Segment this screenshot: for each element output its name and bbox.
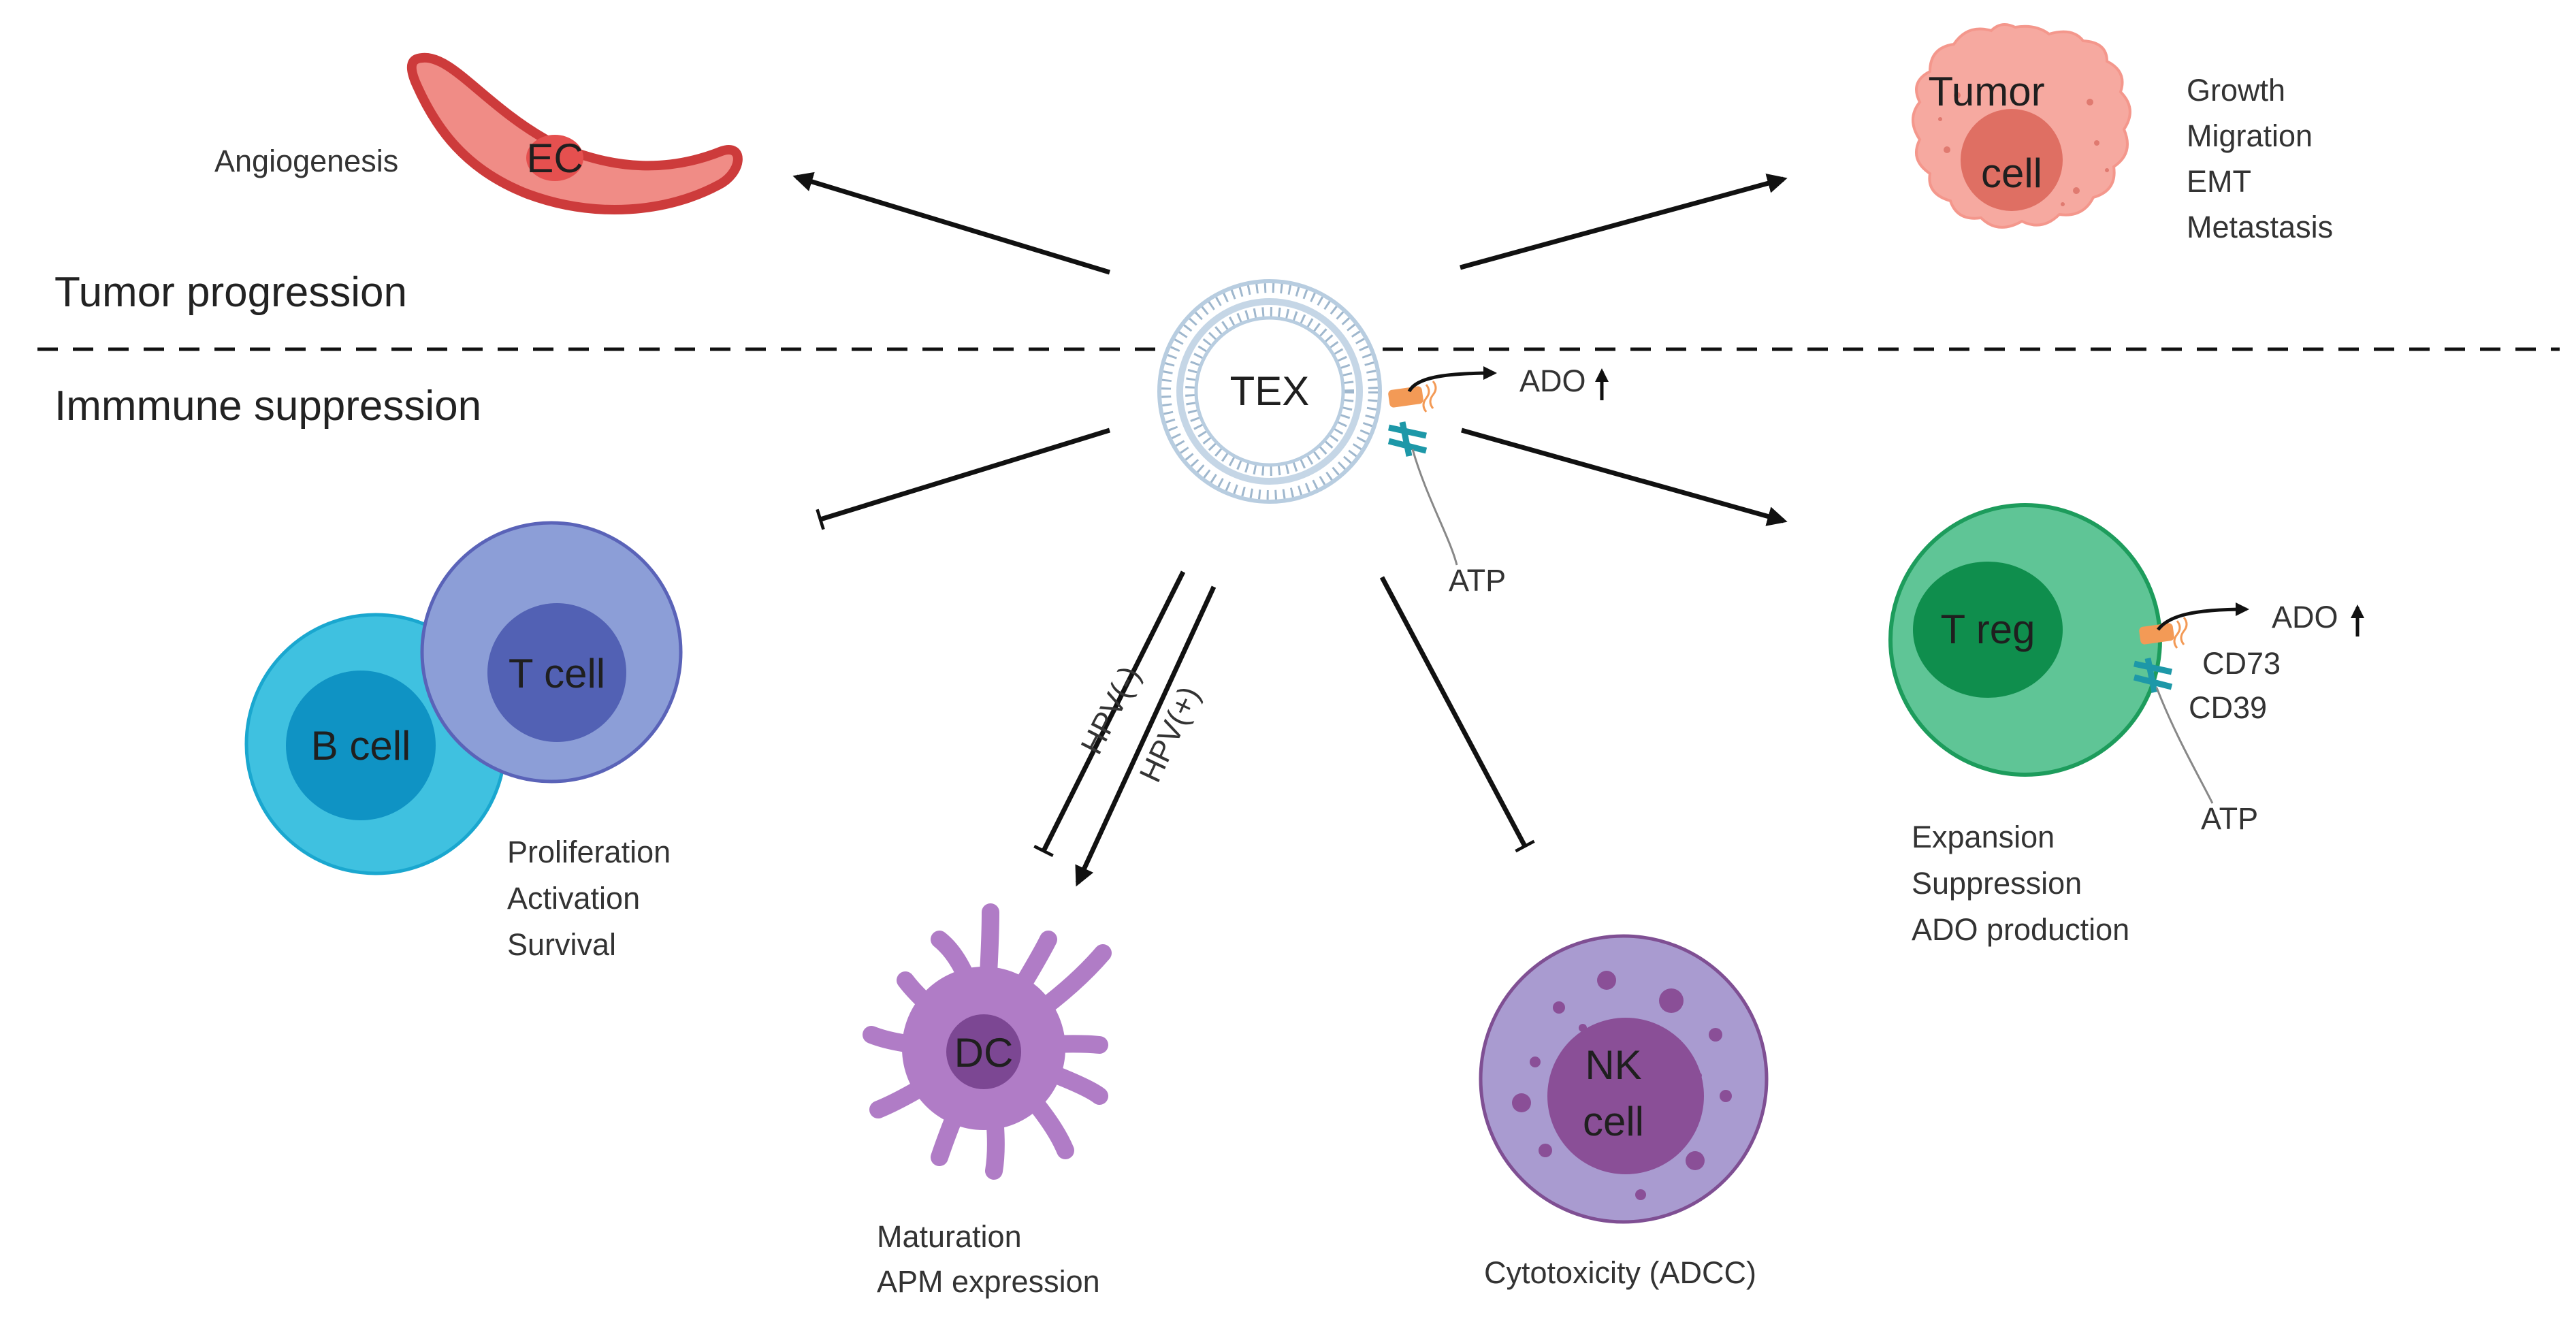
dc-effect: APM expression [877, 1264, 1100, 1299]
endothelial-cell: EC [406, 52, 743, 214]
b-cell-label: B cell [311, 723, 411, 769]
treg-cd73-cd39-complex [2133, 602, 2249, 804]
treg-cd73-label: CD73 [2202, 646, 2281, 681]
arrow-hpv-pos-to-dc [1075, 585, 1217, 887]
dc-label: DC [954, 1030, 1014, 1076]
treg-cd39-label: CD39 [2189, 690, 2267, 725]
pathway-arrows [792, 172, 1788, 887]
section-title-immune-suppression: Immmune suppression [54, 383, 481, 430]
t-cell: T cell [420, 521, 683, 784]
dendritic-cell: DC [863, 903, 1112, 1180]
tumor-cell: Tumor cell [1912, 23, 2131, 229]
treg-label: T reg [1941, 607, 2035, 652]
inhibit-hpv-neg-to-dc [1033, 570, 1186, 857]
t-cell-label: T cell [509, 651, 605, 696]
cd39-protein-icon [1387, 421, 1428, 457]
arrow-to-ec [792, 172, 1111, 275]
treg-cd39-protein-icon [2133, 658, 2173, 693]
nk-cell-label-line1: NK [1585, 1042, 1641, 1088]
treg-ado-label: ADO [2272, 600, 2338, 634]
treg-ado-output-arrow [2157, 602, 2249, 631]
lymphocyte-effect: Proliferation [507, 835, 671, 869]
tumor-effect: Migration [2187, 118, 2313, 153]
atp-input-line [1411, 449, 1458, 566]
nk-cell-label-line2: cell [1583, 1099, 1644, 1144]
dc-effect: Maturation [877, 1219, 1022, 1254]
nk-effect: Cytotoxicity (ADCC) [1484, 1255, 1756, 1290]
lymphocyte-effects: Proliferation Activation Survival [507, 835, 671, 962]
arrow-to-tumor-cell [1460, 174, 1788, 270]
treg-effect: Expansion [1912, 820, 2055, 854]
inhibit-to-lymphocytes [816, 428, 1111, 530]
tex-exosome: TEX [1157, 279, 1382, 504]
treg-cd73-protein-icon [2139, 623, 2174, 645]
ado-output-arrow [1407, 366, 1497, 393]
lymphocyte-effect: Survival [507, 927, 616, 962]
section-title-tumor-progression: Tumor progression [54, 269, 407, 316]
treg-atp-input-line [2155, 687, 2214, 804]
tumor-cell-title: Tumor [1928, 69, 2044, 114]
nk-cell: NK cell [1479, 934, 1769, 1224]
tex-label: TEX [1230, 368, 1310, 414]
arrow-to-treg [1461, 428, 1788, 526]
tumor-cell-nucleus-label: cell [1981, 150, 2042, 196]
tex-ado-label: ADO [1519, 364, 1586, 398]
inhibit-to-nk-cell [1379, 576, 1535, 853]
lymphocyte-effect: Activation [507, 881, 640, 916]
ec-effect-angiogenesis: Angiogenesis [214, 144, 398, 178]
hpv-negative-label: HPV(-) [1074, 660, 1147, 760]
tex-atp-label: ATP [1449, 563, 1506, 598]
tumor-effects: Growth Migration EMT Metastasis [2187, 73, 2333, 244]
cd73-protein-icon [1388, 386, 1423, 408]
ec-label: EC [526, 135, 583, 181]
treg-effects: Expansion Suppression ADO production [1912, 820, 2129, 947]
dc-effects: Maturation APM expression [877, 1219, 1100, 1299]
tumor-effect: EMT [2187, 164, 2251, 199]
tex-cd73-cd39-complex [1387, 366, 1497, 566]
treg-atp-label: ATP [2201, 801, 2258, 836]
treg-effect: Suppression [1912, 866, 2082, 901]
tumor-effect: Growth [2187, 73, 2285, 108]
tumor-effect: Metastasis [2187, 210, 2333, 244]
treg-cell: T reg [1888, 503, 2162, 777]
treg-effect: ADO production [1912, 912, 2129, 947]
